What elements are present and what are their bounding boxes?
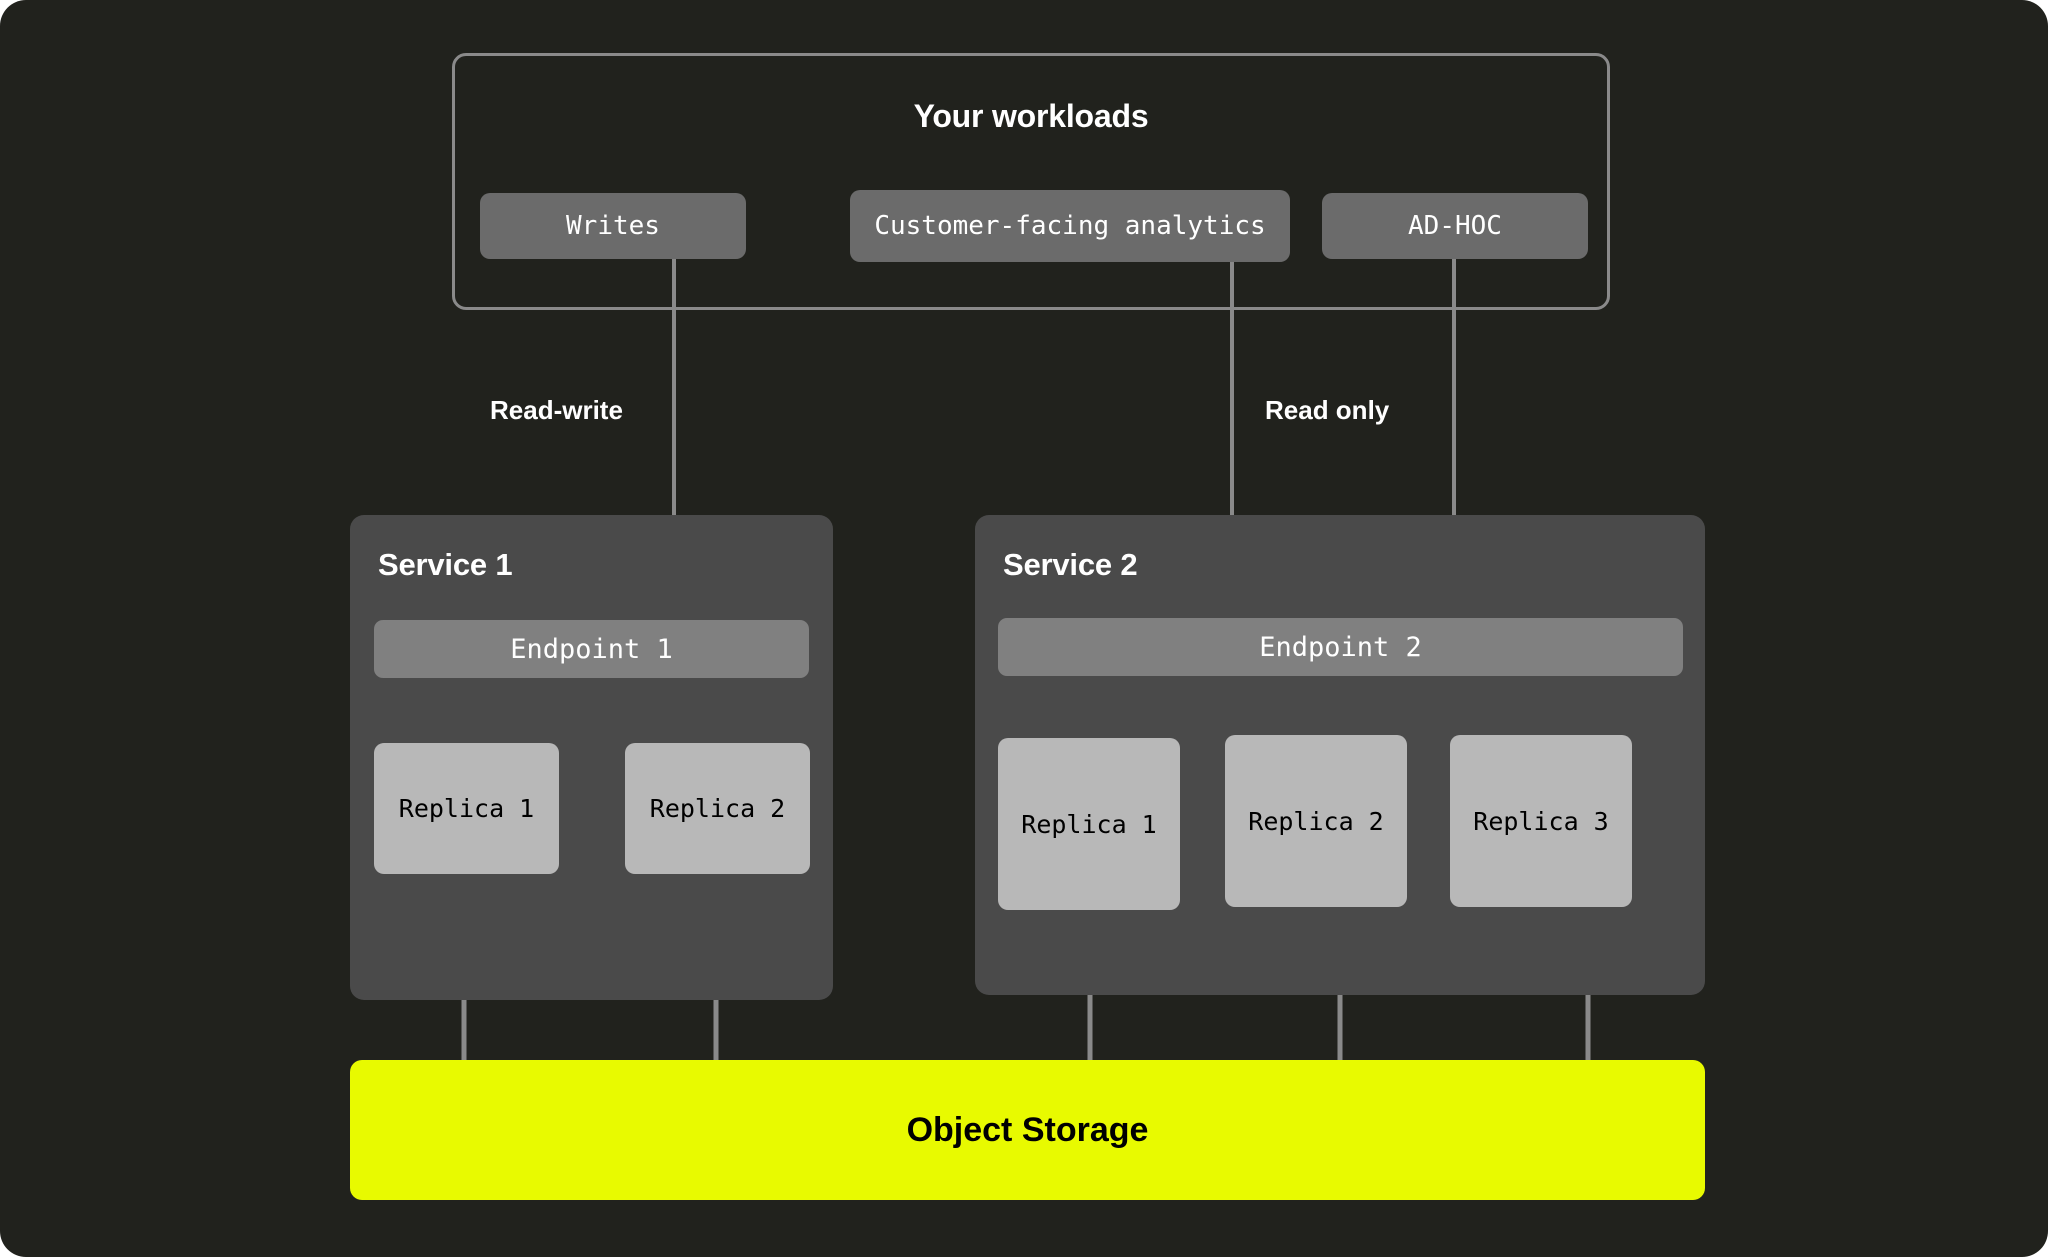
workload-ad-hoc[interactable]: AD-HOC — [1322, 193, 1588, 259]
service-2-container: Service 2 Endpoint 2 Replica 1 Replica 2… — [975, 515, 1705, 995]
service-1-container: Service 1 Endpoint 1 Replica 1 Replica 2 — [350, 515, 833, 1000]
service-1-replica-1[interactable]: Replica 1 — [374, 743, 559, 874]
service-2-replica-2[interactable]: Replica 2 — [1225, 735, 1407, 907]
service-2-title: Service 2 — [1003, 547, 1138, 582]
service-1-endpoint[interactable]: Endpoint 1 — [374, 620, 809, 678]
flow-label-read-only: Read only — [1265, 395, 1390, 425]
service-1-replica-2[interactable]: Replica 2 — [625, 743, 810, 874]
service-2-endpoint[interactable]: Endpoint 2 — [998, 618, 1683, 676]
workload-customer-facing-analytics[interactable]: Customer-facing analytics — [850, 190, 1290, 262]
service-2-replica-1[interactable]: Replica 1 — [998, 738, 1180, 910]
service-2-replica-3[interactable]: Replica 3 — [1450, 735, 1632, 907]
workload-writes[interactable]: Writes — [480, 193, 746, 259]
object-storage-bar[interactable]: Object Storage — [350, 1060, 1705, 1200]
flow-label-read-write: Read-write — [490, 395, 623, 425]
your-workloads-title: Your workloads — [913, 98, 1149, 134]
service-1-title: Service 1 — [378, 547, 513, 582]
your-workloads-container: Your workloads — [452, 53, 1610, 310]
